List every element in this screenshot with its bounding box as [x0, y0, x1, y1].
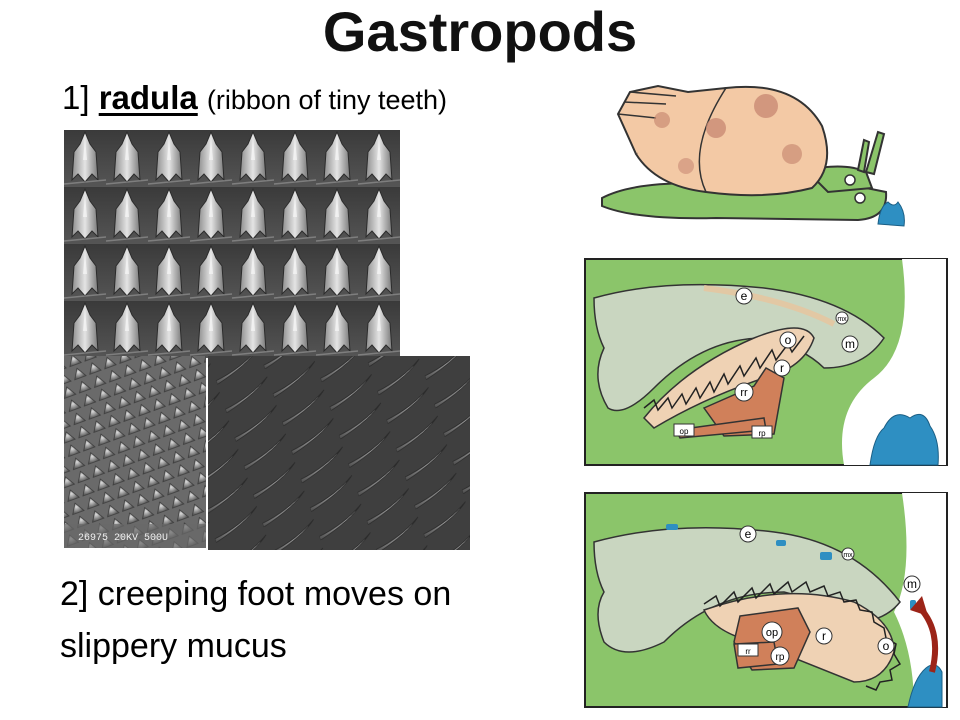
label2-rr: rr	[745, 647, 751, 656]
label2-op: op	[766, 627, 778, 639]
label-r: r	[780, 361, 784, 375]
label2-o: o	[883, 639, 890, 653]
sem-caption: 26975 20KV 500U	[78, 533, 168, 544]
radula-section-resting: e o m r rr mx op rp	[584, 258, 948, 466]
label-rp: rp	[758, 429, 766, 438]
label-o: o	[785, 333, 792, 347]
label-op: op	[680, 427, 689, 436]
radula-sem-photo	[64, 130, 400, 358]
point2-line2: slippery mucus	[60, 627, 287, 665]
radula-section-feeding: e m mx r o op rr rp	[584, 492, 948, 708]
label2-m: m	[907, 577, 917, 591]
label2-rp: rp	[776, 652, 785, 663]
label-m: m	[845, 337, 855, 351]
label-rr: rr	[740, 387, 748, 399]
point2-line1: 2] creeping foot moves on	[60, 575, 452, 613]
label-e: e	[741, 289, 748, 303]
point-number: 1]	[62, 79, 90, 116]
slide-title: Gastropods	[322, 0, 638, 63]
label-mx: mx	[837, 316, 847, 323]
radula-keyword: radula	[98, 79, 198, 116]
radula-hooks-photo	[208, 356, 470, 550]
point-radula: 1] radula (ribbon of tiny teeth)	[62, 78, 447, 120]
radula-field-photo: 26975 20KV 500U	[64, 356, 206, 548]
label2-e: e	[745, 527, 752, 541]
snail-illustration	[596, 70, 912, 238]
radula-description: (ribbon of tiny teeth)	[206, 85, 448, 115]
point-creeping-foot: 2] creeping foot moves on slippery mucus	[60, 568, 580, 672]
label2-mx: mx	[843, 552, 853, 559]
label2-r: r	[822, 629, 826, 643]
